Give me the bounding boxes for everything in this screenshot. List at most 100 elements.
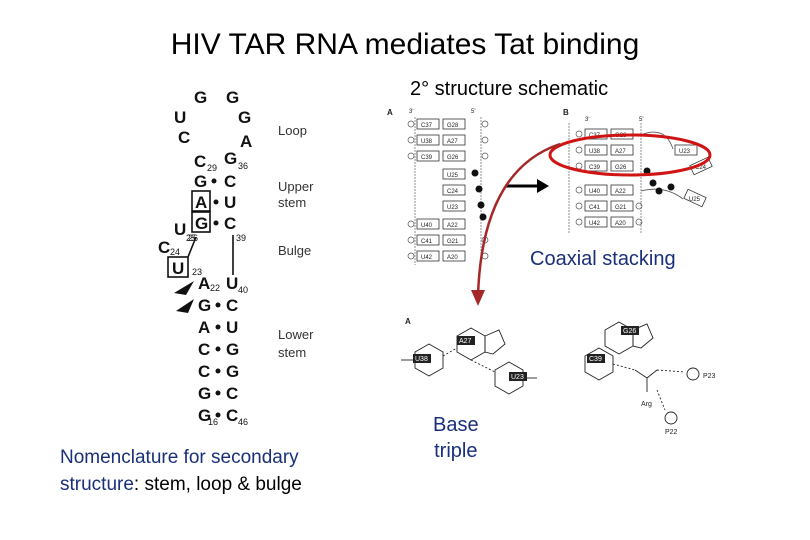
chem-g26: G26 <box>623 328 636 335</box>
num-36: 36 <box>238 161 248 171</box>
num-40: 40 <box>238 285 248 295</box>
region-label-lower: Lower <box>278 327 314 342</box>
region-label-bulge: Bulge <box>278 243 311 258</box>
nt-upper-left-3: A <box>195 193 207 212</box>
num-25: 25 <box>186 233 196 243</box>
pb-g26: G26 <box>615 165 627 171</box>
chem-p23: P23 <box>703 373 716 380</box>
chem-c39: C39 <box>589 356 602 363</box>
panel-a-5prime: 5' <box>471 109 475 115</box>
pa-u40: U40 <box>421 223 433 229</box>
region-label-stem: stem <box>278 195 306 210</box>
nt-loop-left-1: U <box>174 108 186 127</box>
caption-line-1: Nomenclature for secondary <box>60 447 299 468</box>
pa-c39: C39 <box>421 155 433 161</box>
slide-title: HIV TAR RNA mediates Tat binding <box>170 28 640 61</box>
chem-u23: U23 <box>511 374 524 381</box>
nt-loop-top-2: G <box>226 88 239 107</box>
nt-upper-left-4: G <box>195 214 208 233</box>
pa-u25: U25 <box>447 173 459 179</box>
panel-a-3prime: 3' <box>409 109 413 115</box>
panel-b-letter: B <box>563 108 569 117</box>
num-46: 46 <box>238 417 248 427</box>
box-g26 <box>191 211 211 233</box>
base-triple-line-1: Base <box>433 414 479 436</box>
nt-bulge-u23: U <box>172 259 184 278</box>
pa-g28: G28 <box>447 123 459 129</box>
num-39: 39 <box>236 233 246 243</box>
structure-schematic-heading: 2° structure schematic <box>410 78 609 100</box>
nt-lower-left-3: A <box>198 318 210 337</box>
pb-g21: G21 <box>615 205 627 211</box>
num-26: 26 <box>188 233 198 243</box>
num-29: 29 <box>207 163 217 173</box>
coaxial-highlight-ellipse <box>548 133 712 177</box>
pa-u38: U38 <box>421 139 433 145</box>
nt-loop-right-2: A <box>240 132 252 151</box>
nt-upper-right-3: U <box>224 193 236 212</box>
panel-b-5prime: 5' <box>639 117 643 123</box>
num-16: 16 <box>208 417 218 427</box>
pa-a22: A22 <box>447 223 458 229</box>
pa-u23: U23 <box>447 205 459 211</box>
nomenclature-caption: Nomenclature for secondary structure: st… <box>60 444 302 498</box>
red-curved-arrow-icon <box>471 142 561 306</box>
nt-upper-left-1: C <box>194 152 206 171</box>
chem-a27: A27 <box>459 338 472 345</box>
pa-u42: U42 <box>421 255 433 261</box>
pb-c24: C24 <box>695 165 707 171</box>
base-triple-structures: A A27 U38 U23 G26 C39 Arg P2 <box>401 317 716 436</box>
region-label-stem-2: stem <box>278 345 306 360</box>
pa-g26: G26 <box>447 155 459 161</box>
pb-c39: C39 <box>589 165 601 171</box>
chem-p22: P22 <box>665 429 678 436</box>
caption-structure: structure <box>60 474 134 495</box>
nt-upper-right-4: C <box>224 214 236 233</box>
nt-lower-right-5: G <box>226 362 239 381</box>
tar-stem-loop-diagram: G G U C G A C 29 G 36 G C A U G C 26 39 … <box>158 88 314 427</box>
num-22: 22 <box>210 283 220 293</box>
region-label-loop: Loop <box>278 123 307 138</box>
nt-bulge-c24: C <box>158 238 170 257</box>
num-23: 23 <box>192 267 202 277</box>
arrow-right-icon <box>505 179 549 193</box>
nt-lower-left-5: C <box>198 362 210 381</box>
caption-line-2: structure: stem, loop & bulge <box>60 471 302 498</box>
pa-c24: C24 <box>447 189 459 195</box>
pb-u38: U38 <box>589 149 601 155</box>
panel-b-3prime: 3' <box>585 117 589 123</box>
chem-arg: Arg <box>641 401 652 408</box>
pb-u23: U23 <box>679 149 691 155</box>
nt-lower-left-4: C <box>198 340 210 359</box>
nt-lower-right-2: C <box>226 296 238 315</box>
nt-loop-right-1: G <box>238 108 251 127</box>
pa-a27: A27 <box>447 139 458 145</box>
nt-loop-left-2: C <box>178 128 190 147</box>
nt-upper-right-2: C <box>224 172 236 191</box>
nt-bulge-u25: U <box>174 220 186 239</box>
region-label-upper: Upper <box>278 179 314 194</box>
nt-lower-left-6: G <box>198 384 211 403</box>
pb-u40: U40 <box>589 189 601 195</box>
pa-c41: C41 <box>421 239 433 245</box>
pb-c41: C41 <box>589 205 601 211</box>
pb-u25: U25 <box>689 197 701 203</box>
box-a27 <box>191 190 211 212</box>
nt-lower-left-7: G <box>198 406 211 425</box>
nt-upper-right-1: G <box>224 149 237 168</box>
pb-a22: A22 <box>615 189 626 195</box>
pa-c37: C37 <box>421 123 433 129</box>
coaxial-stacking-label: Coaxial stacking <box>530 248 676 270</box>
nt-lower-right-3: U <box>226 318 238 337</box>
pb-a27: A27 <box>615 149 626 155</box>
nt-lower-left-1: A <box>198 274 210 293</box>
pb-u42: U42 <box>589 221 601 227</box>
nt-lower-right-6: C <box>226 384 238 403</box>
num-24: 24 <box>170 247 180 257</box>
caption-rest: : stem, loop & bulge <box>133 474 302 495</box>
nt-lower-left-2: G <box>198 296 211 315</box>
base-triple-line-2: triple <box>434 440 478 462</box>
pb-a20: A20 <box>615 221 626 227</box>
nt-upper-left-2: G <box>194 172 207 191</box>
pa-g21: G21 <box>447 239 459 245</box>
